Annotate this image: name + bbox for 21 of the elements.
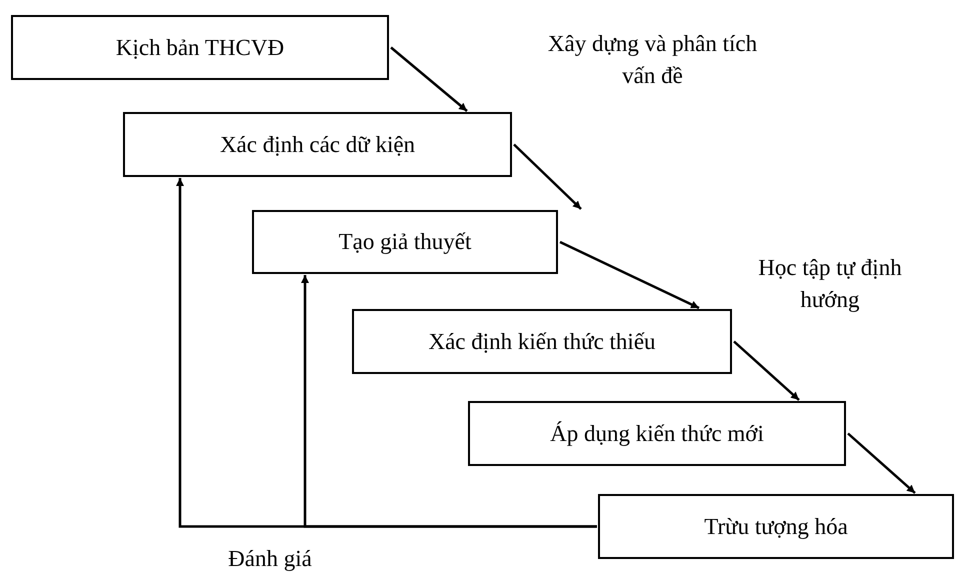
box-text: Tạo giả thuyết: [338, 229, 472, 255]
stage-label: Học tập tự định hướng: [757, 254, 903, 314]
process-box: [11, 15, 389, 80]
stage-label: Đánh giá: [227, 545, 313, 573]
process-box: [352, 309, 732, 374]
box-text: Xác định các dữ kiện: [220, 132, 416, 158]
box-text: Trừu tượng hóa: [704, 514, 848, 540]
process-box: [598, 494, 954, 559]
box-text: Kịch bản THCVĐ: [116, 34, 284, 60]
arrow: [559, 240, 700, 310]
arrow: [847, 432, 916, 494]
process-box: [468, 401, 846, 466]
process-box: [252, 210, 558, 274]
arrow: [390, 46, 468, 112]
arrow: [301, 275, 597, 528]
box-text: Xác định kiến thức thiếu: [428, 328, 656, 354]
stage-label: Xây dựng và phân tích vấn đề: [546, 30, 758, 90]
box-text: Áp dụng kiến thức mới: [550, 420, 764, 446]
arrow: [733, 340, 800, 401]
arrow: [513, 144, 582, 210]
process-box: [123, 112, 512, 177]
